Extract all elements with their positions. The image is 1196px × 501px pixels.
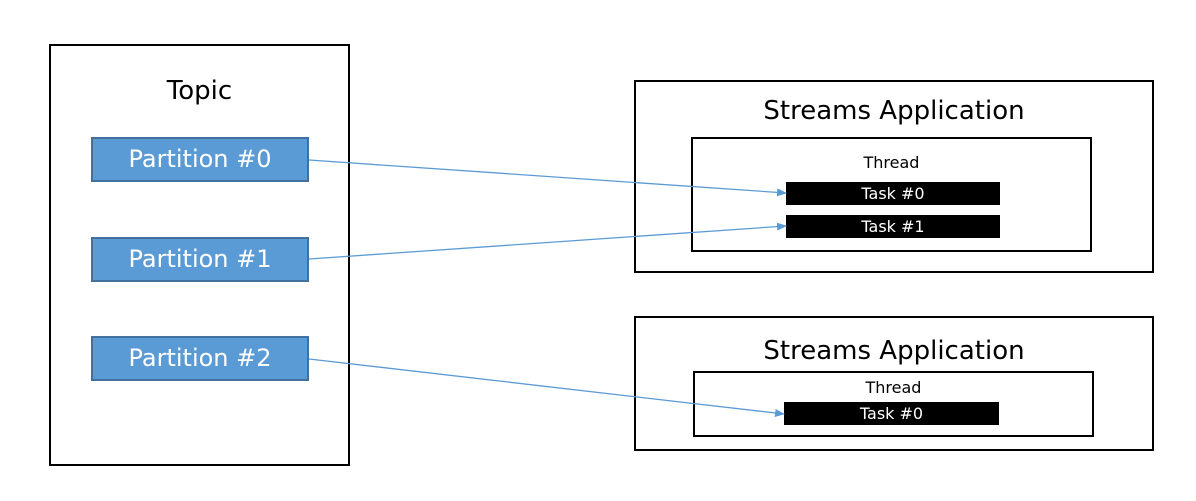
partition-0: Partition #0 bbox=[91, 137, 309, 182]
thread-2-title: Thread bbox=[865, 378, 922, 397]
partition-2: Partition #2 bbox=[91, 336, 309, 381]
topic-title: Topic bbox=[166, 76, 233, 106]
app-2-task-0: Task #0 bbox=[784, 402, 999, 425]
streams-app-1-title: Streams Application bbox=[763, 96, 1025, 126]
thread-1-title: Thread bbox=[863, 153, 920, 172]
app-1-task-0: Task #0 bbox=[786, 182, 1000, 205]
app-1-task-1: Task #1 bbox=[786, 215, 1000, 238]
streams-app-2-title: Streams Application bbox=[763, 336, 1025, 366]
partition-1: Partition #1 bbox=[91, 237, 309, 282]
